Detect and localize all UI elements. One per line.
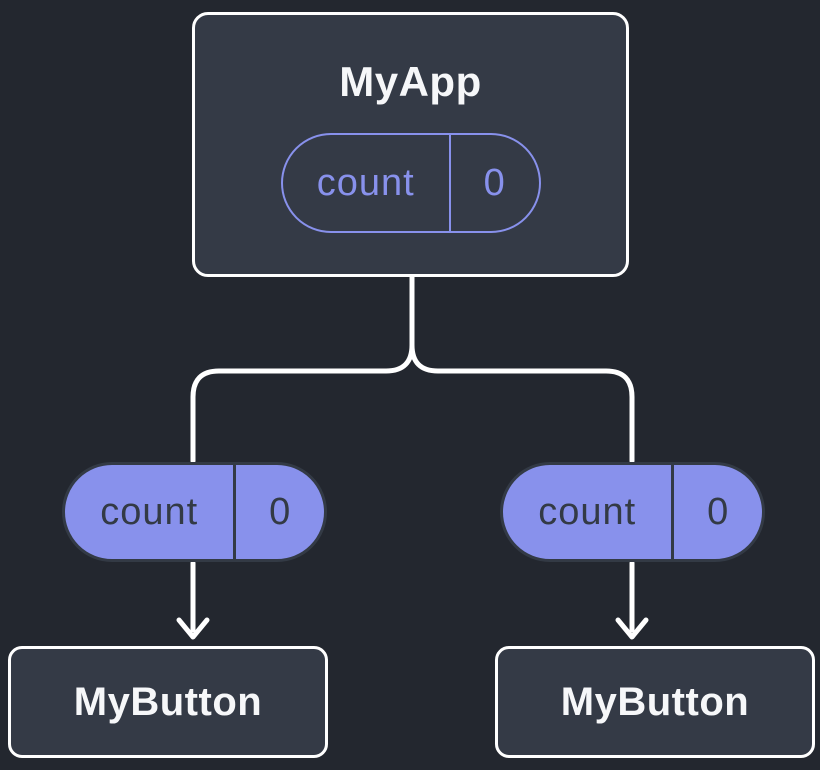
- prop-pill-left: count 0: [62, 462, 327, 562]
- mybutton-left-title: MyButton: [73, 680, 263, 724]
- mybutton-node-right: MyButton: [495, 646, 815, 758]
- mybutton-node-left: MyButton: [8, 646, 328, 758]
- myapp-node-title: MyApp: [339, 58, 482, 105]
- branch-right-connector: [409, 273, 635, 464]
- prop-pill-left-name: count: [100, 490, 199, 533]
- arrow-down-icon-right: [615, 617, 649, 640]
- arrow-down-icon-left: [176, 617, 210, 640]
- prop-pill-right: count 0: [500, 462, 765, 562]
- myapp-node: MyApp count 0: [192, 12, 629, 277]
- prop-pill-right-name: count: [538, 490, 637, 533]
- mybutton-right-title: MyButton: [560, 680, 750, 724]
- myapp-state-pill: count 0: [280, 133, 541, 233]
- prop-pill-left-value: 0: [233, 465, 324, 559]
- branch-left-connector: [190, 273, 415, 464]
- state-pill-value: 0: [448, 135, 539, 231]
- prop-pill-right-value: 0: [671, 465, 762, 559]
- state-pill-name: count: [316, 161, 415, 204]
